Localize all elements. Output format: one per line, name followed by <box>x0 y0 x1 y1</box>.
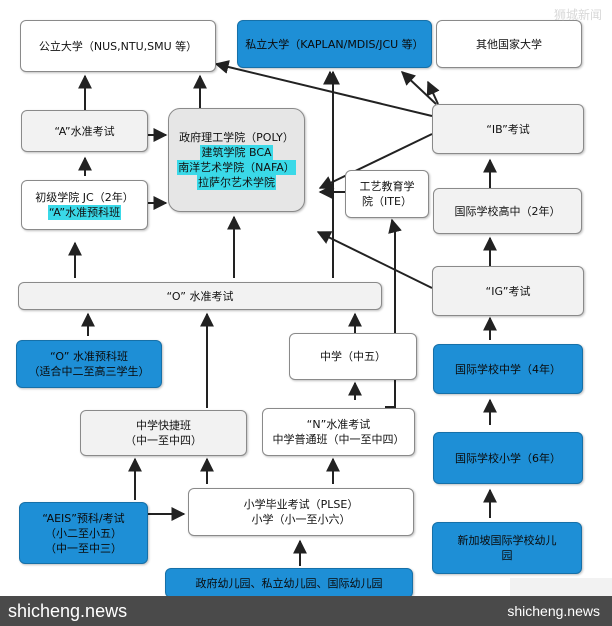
n-level-exam-label: “N”水准考试 <box>306 418 371 431</box>
other-country-university-label: 其他国家大学 <box>476 37 542 51</box>
footer-bar: shicheng.news shicheng.news <box>0 596 612 626</box>
ite-label-line2: 院（ITE） <box>362 195 412 208</box>
private-university-label: 私立大学（KAPLAN/MDIS/JCU 等） <box>245 37 424 51</box>
aeis-primary-range-label: （小二至小五） <box>45 526 122 540</box>
a-level-prep-label: “A”水准预科班 <box>47 205 122 220</box>
ite-label-line1: 工艺教育学 <box>359 180 415 193</box>
secondary-five-box: 中学（中五） <box>289 333 417 380</box>
intl-high-school-box: 国际学校高中（2年） <box>433 188 582 234</box>
bca-label: 建筑学院 BCA <box>200 145 273 160</box>
nafa-label: 南洋艺术学院（NAFA） <box>177 160 296 175</box>
n-level-box: “N”水准考试 中学普通班（中一至中四） <box>262 408 415 456</box>
corner-watermark-block <box>510 578 612 596</box>
other-country-university-box: 其他国家大学 <box>436 20 582 68</box>
intl-high-school-label: 国际学校高中（2年） <box>454 204 561 218</box>
o-level-exam-box: “O” 水准考试 <box>18 282 382 310</box>
kindergarten-label: 政府幼儿园、私立幼儿园、国际幼儿园 <box>195 577 383 590</box>
ib-exam-box: “IB”考试 <box>432 104 584 154</box>
junior-college-box: 初级学院 JC（2年） “A”水准预科班 <box>21 180 148 230</box>
ig-exam-label: “IG”考试 <box>485 284 531 298</box>
aeis-box: “AEIS”预科/考试 （小二至小五） （中一至中三） <box>19 502 148 564</box>
intl-middle-school-box: 国际学校中学（4年） <box>433 344 583 394</box>
footer-site-name-left: shicheng.news <box>8 601 128 621</box>
arrow-ib-to-other <box>426 80 440 105</box>
ib-exam-label: “IB”考试 <box>486 122 530 136</box>
lasalle-label: 拉萨尔艺术学院 <box>197 175 276 190</box>
private-university-box: 私立大学（KAPLAN/MDIS/JCU 等） <box>237 20 432 68</box>
o-level-prep-sub-label: （适合中二至高三学生） <box>28 365 150 378</box>
psle-box: 小学毕业考试（PLSE） 小学（小一至小六） <box>188 488 414 536</box>
psle-exam-label: 小学毕业考试（PLSE） <box>243 498 359 511</box>
o-level-prep-label: “O” 水准预科班 <box>50 350 128 363</box>
ite-box: 工艺教育学 院（ITE） <box>345 170 429 218</box>
primary-school-label: 小学（小一至小六） <box>251 513 351 526</box>
poly-label: 政府理工学院（POLY） <box>179 131 294 144</box>
o-level-exam-label: “O” 水准考试 <box>166 289 234 303</box>
a-level-exam-label: “A”水准考试 <box>54 124 115 138</box>
arrow-intl-high-to-private <box>400 71 437 105</box>
poly-group-box: 政府理工学院（POLY） 建筑学院 BCA 南洋艺术学院（NAFA） 拉萨尔艺术… <box>168 108 305 212</box>
aeis-label: “AEIS”预科/考试 <box>42 511 125 525</box>
sg-intl-kindergarten-box: 新加坡国际学校幼儿 园 <box>432 522 582 574</box>
normal-stream-label: 中学普通班（中一至中四） <box>272 433 405 446</box>
sg-intl-kindergarten-label-line1: 新加坡国际学校幼儿 <box>457 534 557 547</box>
secondary-five-label: 中学（中五） <box>320 350 386 363</box>
express-stream-sub-label: （中一至中四） <box>125 434 202 447</box>
arrow-ib-to-public <box>214 60 433 117</box>
arrow-ig-to-poly <box>316 231 433 289</box>
intl-middle-school-label: 国际学校中学（4年） <box>455 362 561 376</box>
arrow-ib-to-poly <box>318 133 433 189</box>
express-stream-label: 中学快捷班 <box>136 419 191 432</box>
junior-college-label: 初级学院 JC（2年） <box>35 191 134 204</box>
intl-primary-school-label: 国际学校小学（6年） <box>455 451 561 465</box>
public-university-label: 公立大学（NUS,NTU,SMU 等） <box>38 39 198 53</box>
arrow-n-level-to-ite <box>385 218 402 408</box>
a-level-exam-box: “A”水准考试 <box>21 110 148 152</box>
top-watermark: 狮城新闻 <box>553 8 602 22</box>
public-university-box: 公立大学（NUS,NTU,SMU 等） <box>20 20 216 72</box>
sg-intl-kindergarten-label-line2: 园 <box>501 549 513 562</box>
express-stream-box: 中学快捷班 （中一至中四） <box>80 410 247 456</box>
intl-primary-school-box: 国际学校小学（6年） <box>433 432 583 484</box>
footer-site-name-right: shicheng.news <box>507 603 600 619</box>
ig-exam-box: “IG”考试 <box>432 266 584 316</box>
aeis-secondary-range-label: （中一至中三） <box>45 541 122 555</box>
kindergarten-box: 政府幼儿园、私立幼儿园、国际幼儿园 <box>165 568 413 598</box>
o-level-prep-box: “O” 水准预科班 （适合中二至高三学生） <box>16 340 162 388</box>
